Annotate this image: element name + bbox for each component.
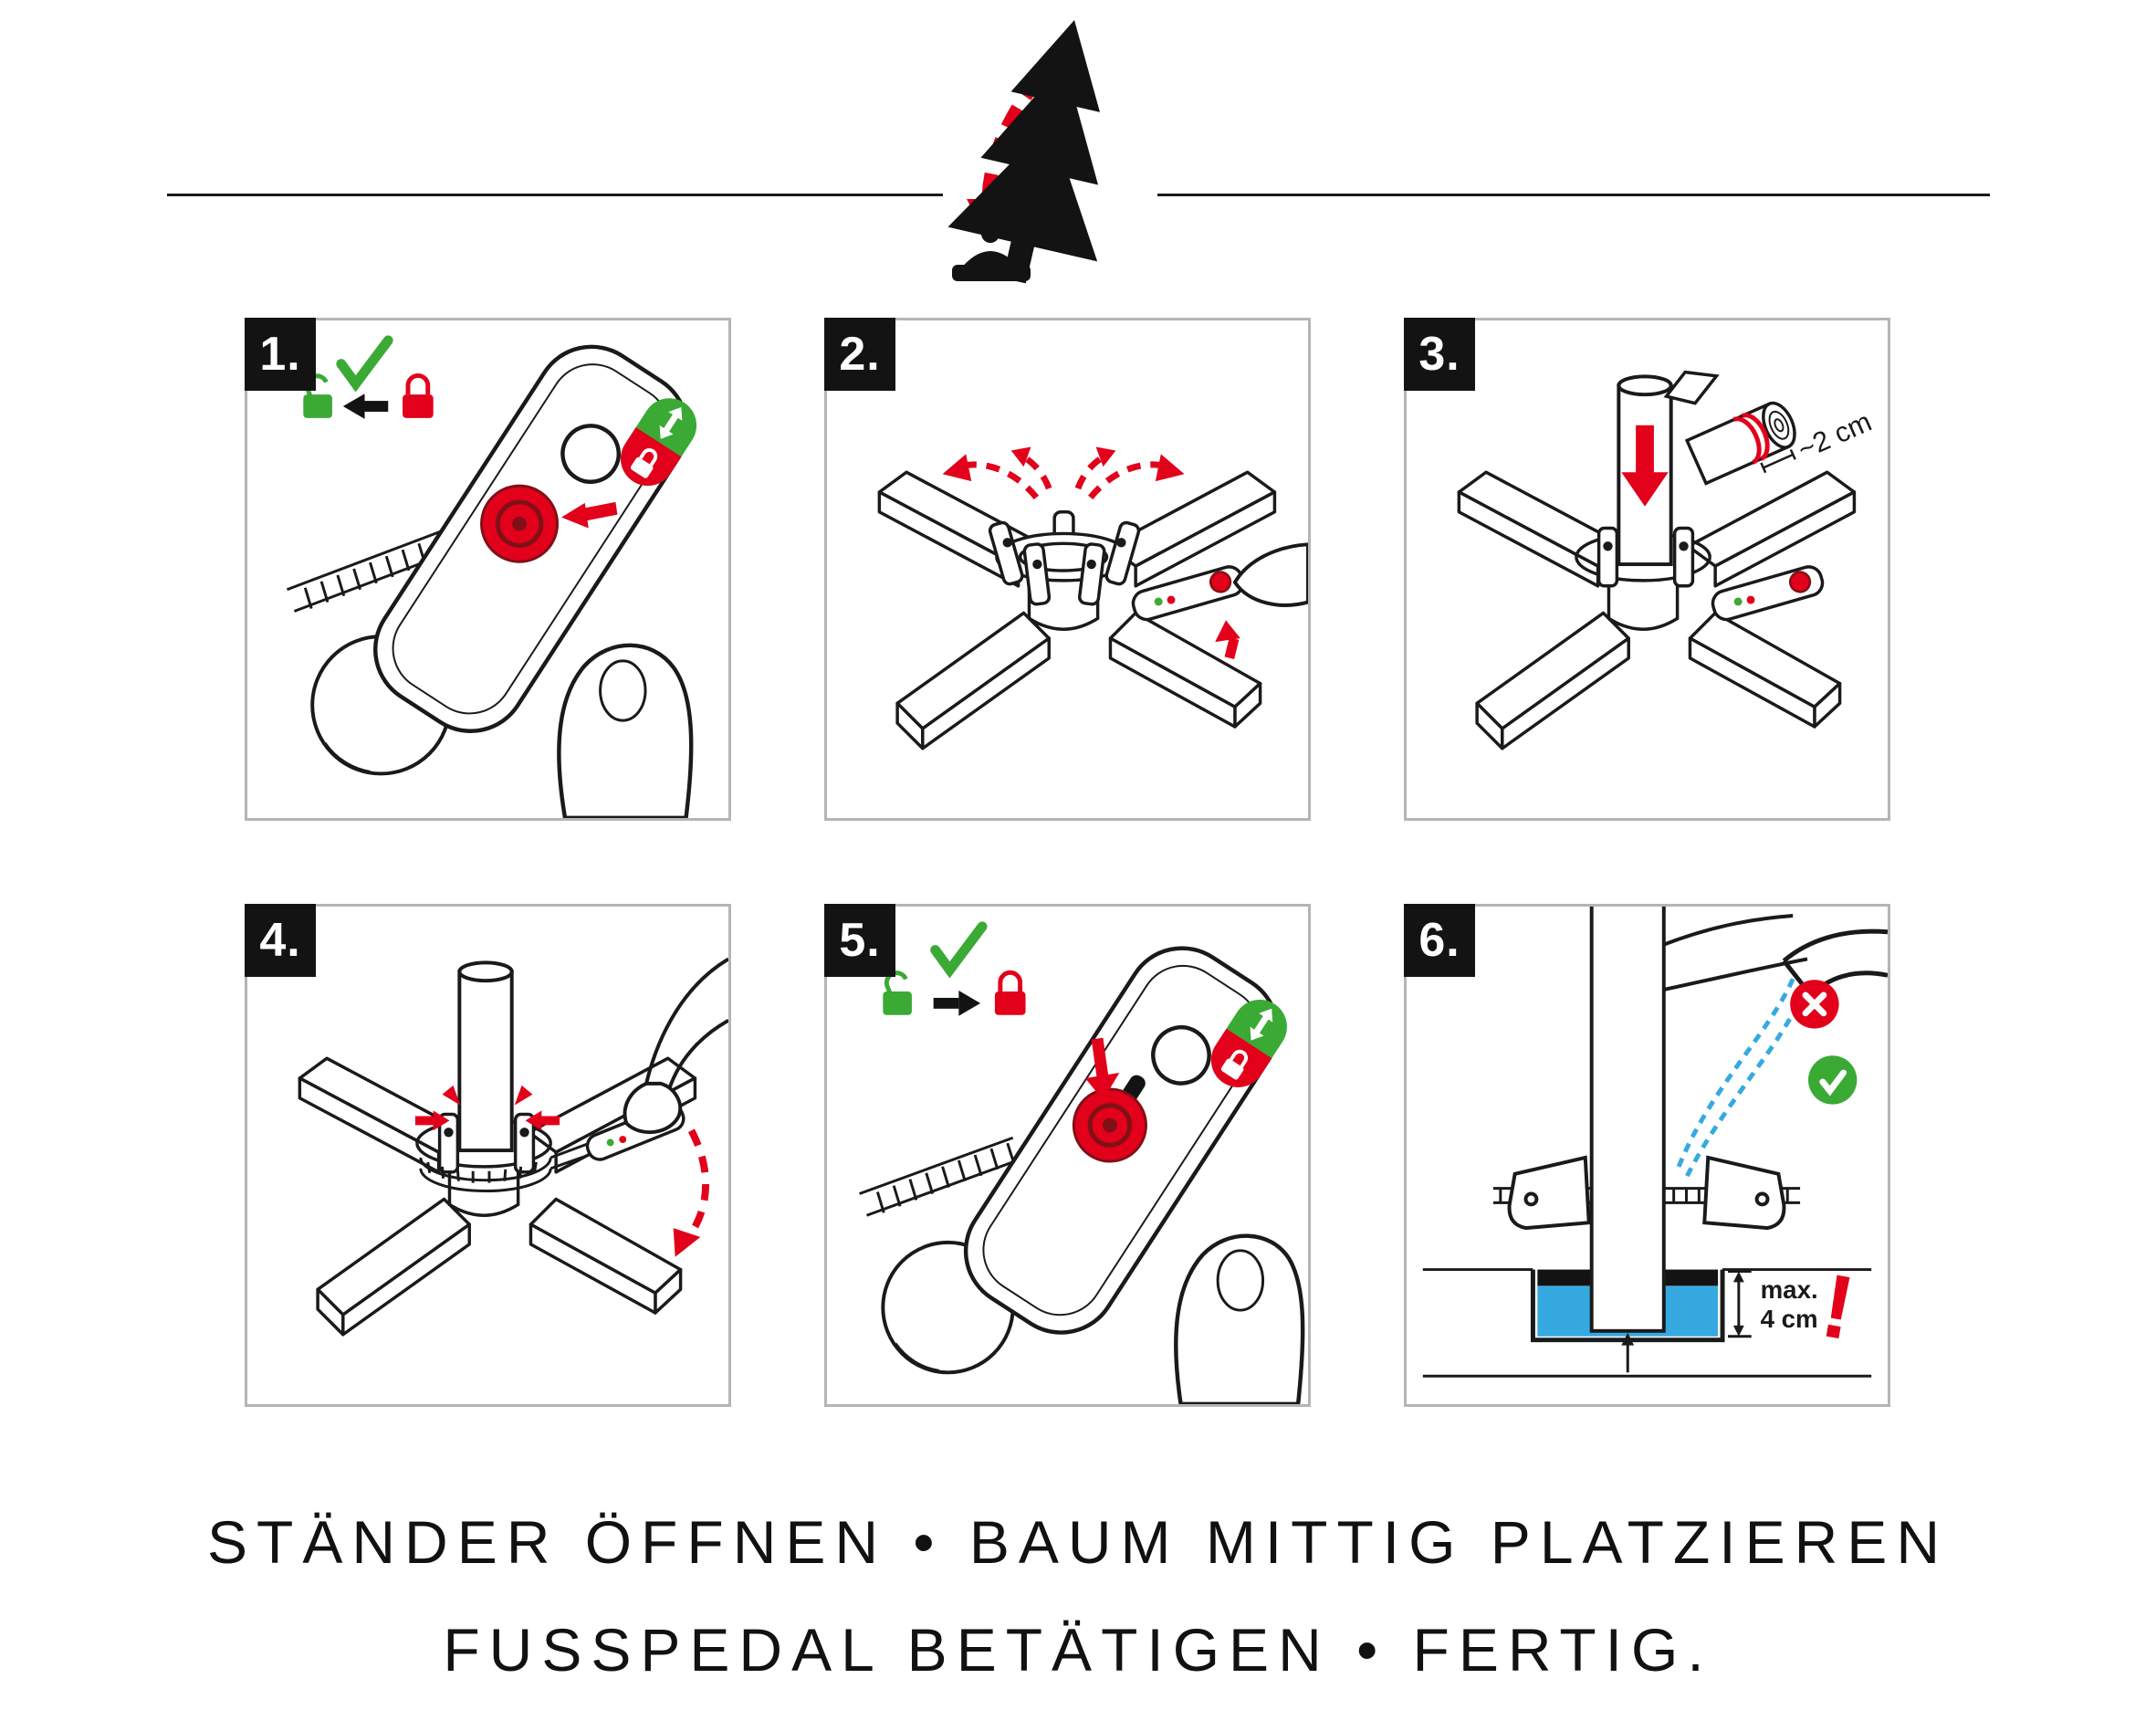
check-badge-icon	[1807, 1055, 1858, 1105]
side-claws	[1596, 526, 1695, 588]
foot-pedal	[963, 946, 1287, 1335]
arrow-right-icon	[933, 991, 981, 1016]
step-number-badge: 1.	[245, 318, 316, 391]
step-1-illustration	[286, 335, 697, 818]
caption-line-1: STÄNDER ÖFFNEN • BAUM MITTIG PLATZIEREN	[207, 1508, 1949, 1576]
caption: STÄNDER ÖFFNEN • BAUM MITTIG PLATZIEREN …	[0, 1488, 2156, 1704]
foot-pedal-small	[1711, 565, 1825, 622]
divider-line-right	[1157, 194, 1990, 196]
caption-line-2: FUSSPEDAL BETÄTIGEN • FERTIG.	[443, 1616, 1713, 1684]
water-stream	[1675, 978, 1806, 1179]
step-4-illustration	[298, 957, 728, 1337]
step-number: 5.	[839, 914, 881, 967]
step-number: 6.	[1418, 914, 1460, 967]
max-value: 4 cm	[1761, 1305, 1818, 1333]
base-surface	[1422, 1268, 1872, 1378]
foot-pedal	[372, 344, 697, 733]
lock-icon	[994, 970, 1026, 1015]
pressing-leg	[623, 957, 728, 1135]
insert-down-arrow	[1621, 425, 1669, 507]
branches	[1663, 914, 1808, 991]
seal-right	[1663, 1269, 1719, 1286]
max-label: max.	[1761, 1275, 1818, 1304]
seal-left	[1537, 1269, 1592, 1286]
step-number-badge: 5.	[824, 904, 895, 977]
thumb	[557, 643, 694, 818]
step-number: 3.	[1418, 328, 1460, 381]
press-down-arrow-icon	[1084, 1037, 1120, 1100]
fresh-cut-marker	[1741, 413, 1770, 461]
stand-silhouette	[952, 225, 1031, 281]
step-5-illustration	[859, 921, 1305, 1404]
step-panel-5-lock-pedal: 5.	[824, 904, 1311, 1407]
cross-badge-icon	[1790, 980, 1839, 1029]
pump-arrowhead	[673, 1228, 701, 1257]
step-6-illustration: max. 4 cm !	[1422, 907, 1888, 1378]
ratchet-strap	[859, 1136, 1021, 1217]
step-number-badge: 2.	[824, 318, 895, 391]
step-number: 1.	[259, 328, 301, 381]
tree-trunk	[457, 960, 514, 1153]
red-release-knob	[480, 484, 560, 563]
side-claws	[1507, 1155, 1786, 1231]
step-panel-3-insert-tree: 3.	[1404, 318, 1890, 821]
step-panel-2-open-stand: 2.	[824, 318, 1311, 821]
step-number: 4.	[259, 914, 301, 967]
check-icon	[930, 921, 988, 979]
lock-toggle-badge	[1210, 1000, 1287, 1087]
side-claws	[437, 1112, 536, 1174]
clamp-ring	[988, 509, 1141, 606]
step-number-badge: 3.	[1404, 318, 1475, 391]
max-depth-dimension	[1727, 1270, 1752, 1338]
step-number: 2.	[839, 328, 881, 381]
tree-silhouette	[947, 20, 1101, 284]
check-icon	[336, 335, 393, 393]
stand-legs	[877, 470, 1277, 750]
water-reach-arrow	[1621, 1332, 1635, 1373]
press-arrow-icon	[561, 501, 618, 529]
lock-toggle-badge	[621, 398, 697, 487]
pressing-foot	[1232, 542, 1308, 607]
trunk-tip-annotation: ~2 cm	[1794, 406, 1877, 466]
open-arrowheads	[942, 446, 1185, 482]
trunk-tip-inset: ~2 cm	[1663, 370, 1877, 486]
stand-legs	[1457, 470, 1857, 750]
header-icon-wrap	[936, 13, 1182, 287]
step-3-illustration: ~2 cm	[1457, 370, 1877, 750]
open-direction-arrows	[958, 453, 1169, 500]
grip-arrows	[414, 1085, 560, 1131]
red-release-knob-pressed	[1072, 1075, 1147, 1163]
tree-into-stand-icon	[947, 20, 1101, 284]
divider-line-left	[167, 194, 943, 196]
step-2-illustration	[877, 446, 1308, 750]
stand-bowl	[1607, 585, 1680, 631]
step-panel-6-water-tree: 6.	[1404, 904, 1890, 1407]
lock-icon	[403, 373, 434, 418]
step-panel-1-unlock-pedal: 1.	[245, 318, 731, 821]
stand-bowl	[447, 1171, 520, 1217]
step-number-badge: 4.	[245, 904, 316, 977]
tree-trunk	[1589, 907, 1666, 1333]
thumb	[1174, 1233, 1305, 1404]
pump-arc-arrow	[683, 1128, 709, 1243]
ring-front-rim	[1575, 556, 1711, 582]
press-arrow-icon	[1215, 620, 1240, 660]
step-panel-4-pump-pedal: 4.	[245, 904, 731, 1407]
ring-front-rim	[415, 1142, 552, 1169]
arrow-left-icon	[342, 393, 389, 419]
step-number-badge: 6.	[1404, 904, 1475, 977]
